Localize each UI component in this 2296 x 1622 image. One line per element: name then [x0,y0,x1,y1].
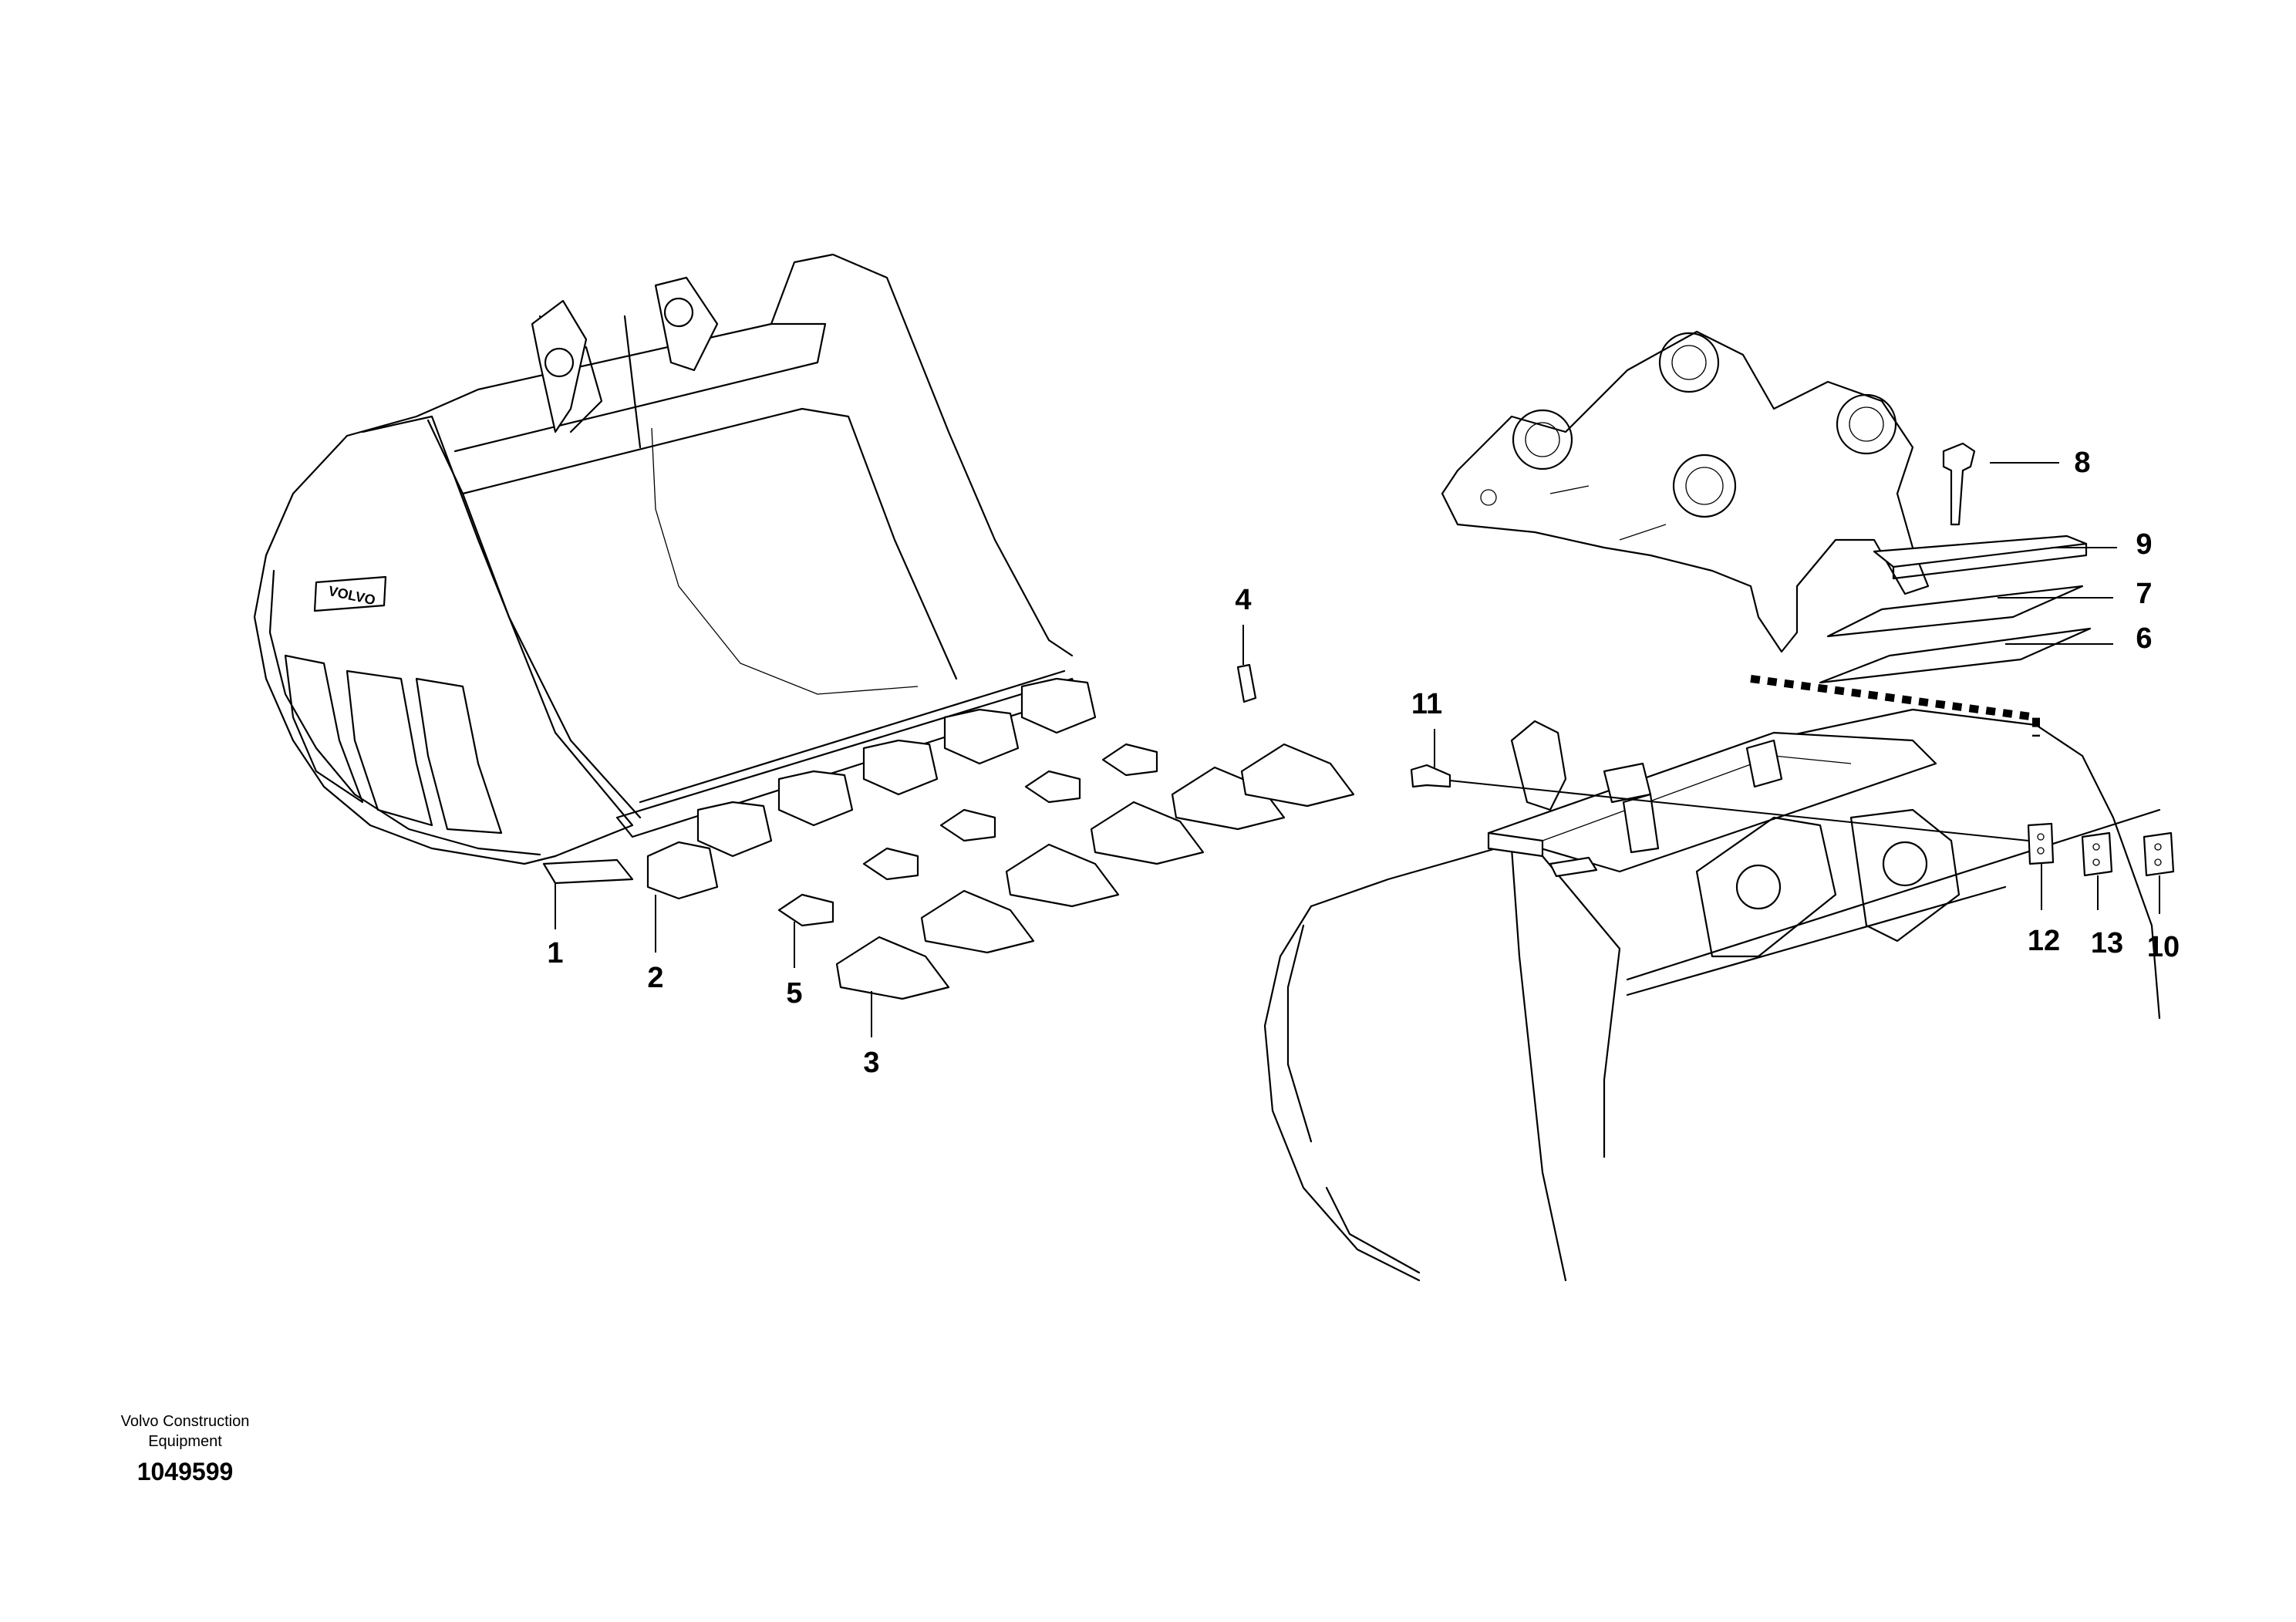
shim-10 [2143,831,2175,877]
callout-8: 8 [2074,447,2090,479]
bucket-adapters [646,677,1097,900]
plate-6 [1819,627,2092,684]
callout-7: 7 [2136,578,2152,610]
callout-9: 9 [2136,528,2152,561]
brand-line-1: Volvo Construction [120,1413,250,1430]
bucket-left: VOLVO [253,253,1081,865]
quick-coupler [1441,330,1930,653]
callout-6: 6 [2136,622,2152,655]
drawing-number: 1049599 [137,1458,234,1485]
bolt-8 [1942,442,1976,526]
callout-10: 10 [2147,931,2180,963]
shim-12 [2027,822,2055,865]
cutting-edge-segment [542,858,634,885]
callout-2: 2 [647,962,663,994]
callout-13: 13 [2091,927,2123,959]
bolt-11 [1410,764,1451,788]
retainer-pin [1236,663,1257,703]
callout-1: 1 [547,937,563,969]
callout-3: 3 [863,1047,879,1079]
brand-line-2: Equipment [148,1433,222,1450]
callout-11: 11 [1411,688,1442,720]
shim-13 [2081,831,2113,877]
leader-lines [555,462,2160,1037]
loose-teeth [777,743,1355,1000]
bucket-right [1263,708,2161,1282]
callout-4: 4 [1235,584,1251,616]
callout-12: 12 [2028,925,2060,957]
callout-5: 5 [786,977,802,1010]
plate-7 [1826,585,2084,638]
